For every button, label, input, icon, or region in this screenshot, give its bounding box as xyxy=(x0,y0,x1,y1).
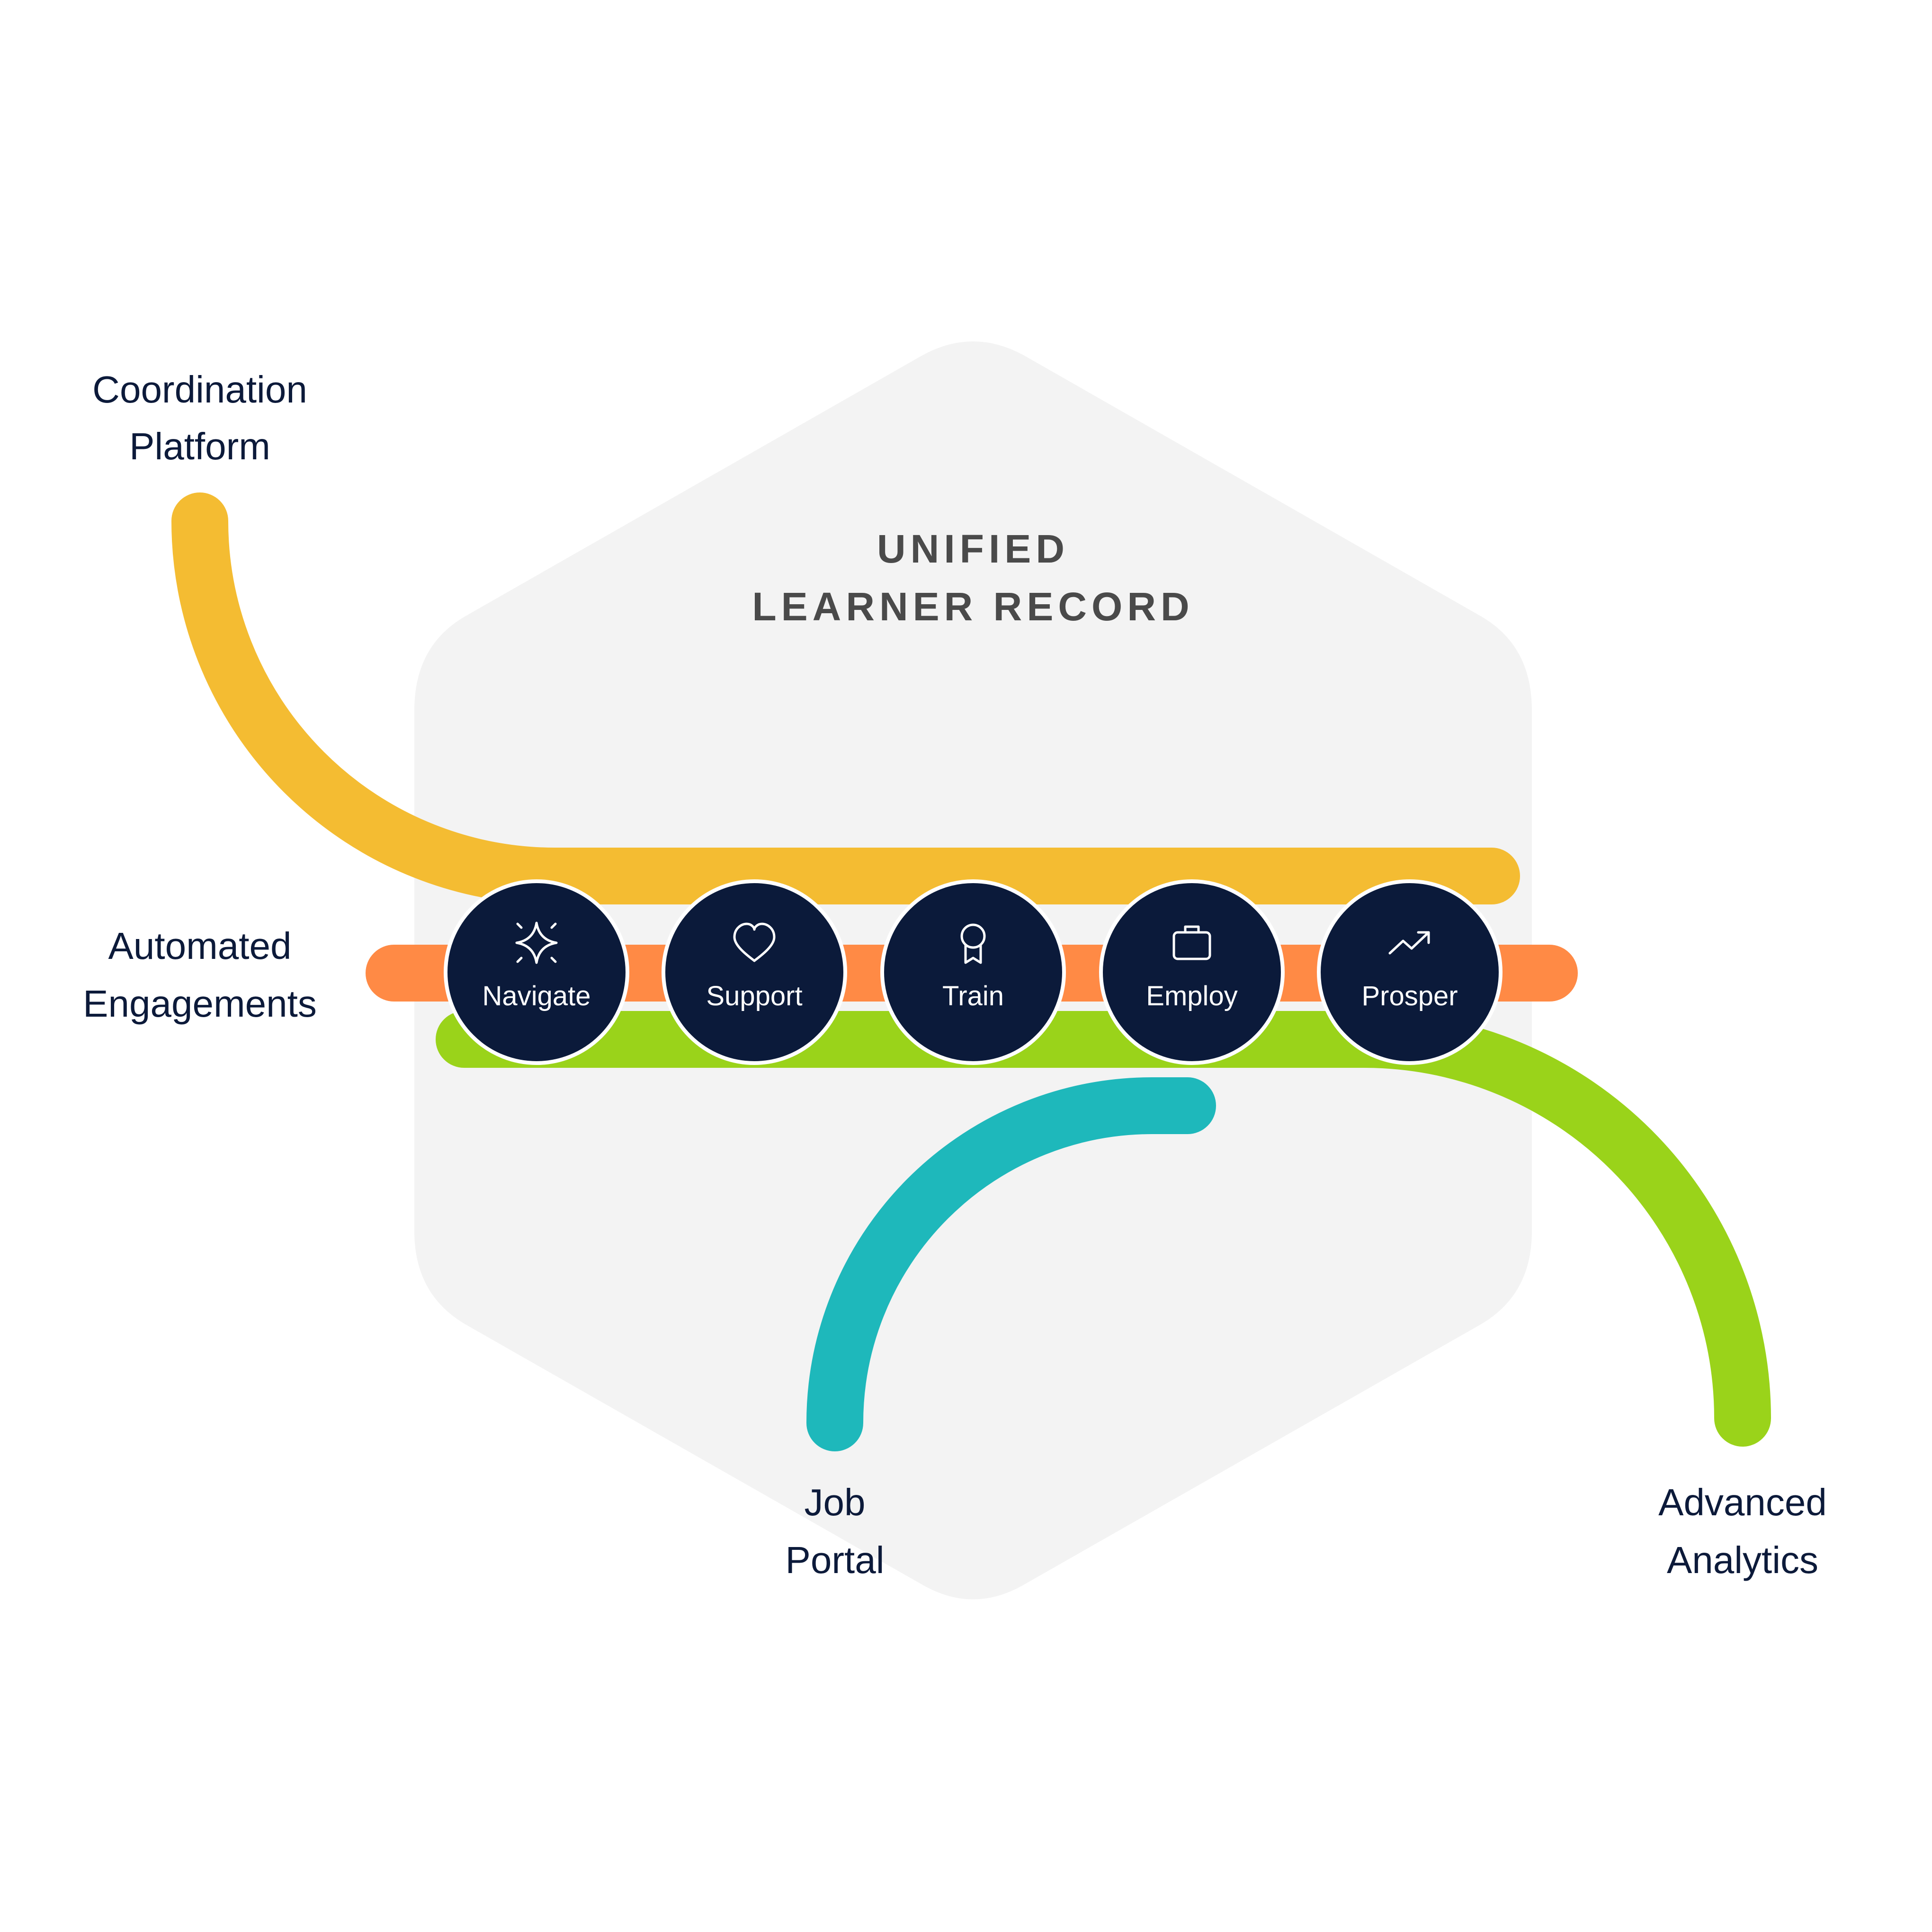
stop-navigate-circle xyxy=(444,879,629,1065)
stop-prosper: Prosper xyxy=(1317,879,1503,1065)
coordination-platform-label: Coordination Platform xyxy=(92,368,307,467)
advanced-analytics-label-line-1: Advanced xyxy=(1658,1481,1827,1523)
stop-prosper-label: Prosper xyxy=(1361,981,1458,1011)
job-portal-label-line-2: Portal xyxy=(786,1539,885,1581)
stop-prosper-circle xyxy=(1317,879,1503,1065)
coordination-platform-label-line-2: Platform xyxy=(129,425,270,467)
stop-employ-circle xyxy=(1099,879,1285,1065)
ribbon-award-icon xyxy=(960,923,986,964)
heart-icon xyxy=(733,922,776,962)
stop-support-label: Support xyxy=(706,981,802,1011)
advanced-analytics-label: Advanced Analytics xyxy=(1658,1481,1827,1581)
stop-support-circle xyxy=(662,879,847,1065)
stop-navigate-label: Navigate xyxy=(483,981,591,1011)
job-portal-line xyxy=(806,1077,1216,1451)
advanced-analytics-label-line-2: Analytics xyxy=(1667,1539,1818,1581)
automated-engagements-label: Automated Engagements xyxy=(83,925,317,1025)
coordination-platform-label-line-1: Coordination xyxy=(92,368,307,411)
sparkle-icon xyxy=(515,921,558,964)
briefcase-icon xyxy=(1172,925,1211,960)
automated-engagements-label-line-1: Automated xyxy=(108,925,292,967)
diagram-title-line-1: UNIFIED xyxy=(877,527,1069,571)
stop-train-circle xyxy=(880,879,1066,1065)
stop-train-label: Train xyxy=(942,981,1004,1011)
job-portal-label: Job Portal xyxy=(786,1481,885,1581)
stop-support: Support xyxy=(662,879,847,1065)
stop-employ: Employ xyxy=(1099,879,1285,1065)
stop-train: Train xyxy=(880,879,1066,1065)
stop-navigate: Navigate xyxy=(444,879,629,1065)
automated-engagements-label-line-2: Engagements xyxy=(83,983,317,1025)
stop-employ-label: Employ xyxy=(1146,981,1237,1011)
diagram-title-line-2: LEARNER RECORD xyxy=(752,584,1194,629)
job-portal-label-line-1: Job xyxy=(805,1481,866,1523)
coordination-platform-line xyxy=(171,492,1520,904)
trending-up-icon xyxy=(1388,931,1430,955)
